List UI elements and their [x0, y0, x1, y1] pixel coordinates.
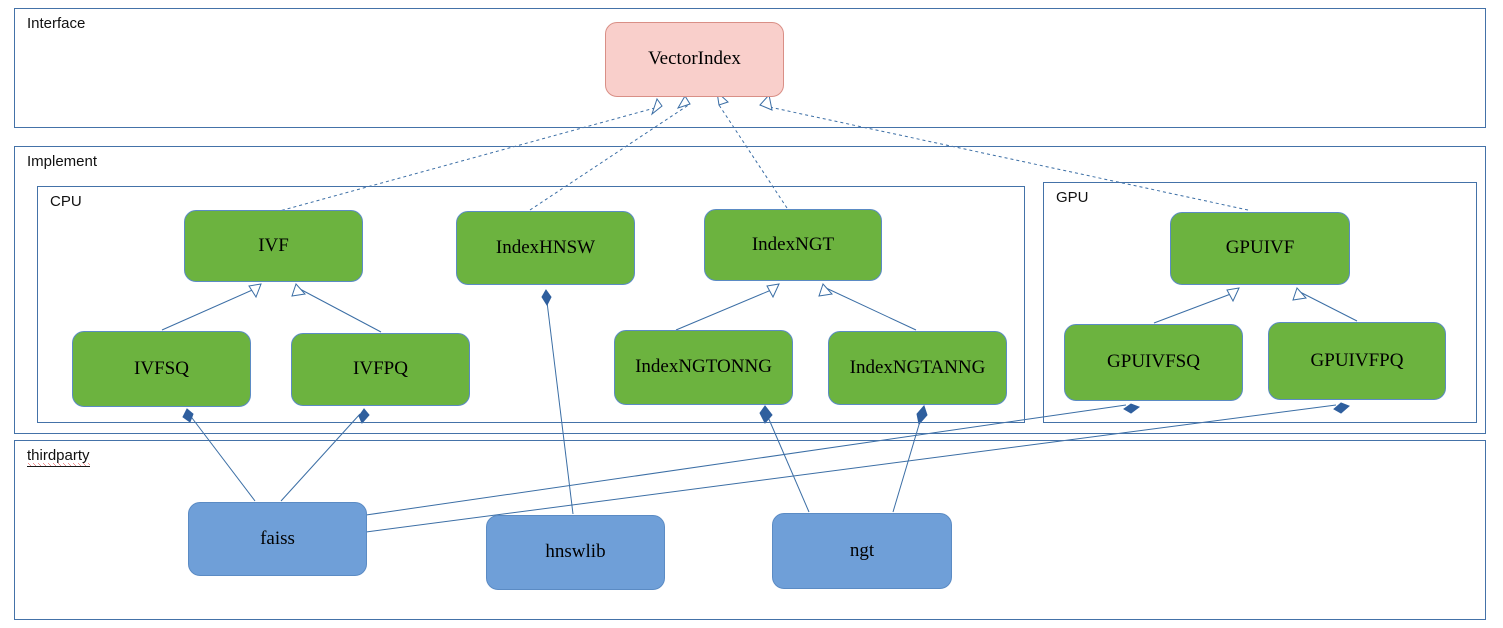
- node-gpuivfpq[interactable]: GPUIVFPQ: [1268, 322, 1446, 400]
- node-hnswlib[interactable]: hnswlib: [486, 515, 665, 590]
- node-gpuivfsq[interactable]: GPUIVFSQ: [1064, 324, 1243, 401]
- node-ivf[interactable]: IVF: [184, 210, 363, 282]
- interface-package: Interface: [14, 8, 1486, 128]
- node-indexngtanng[interactable]: IndexNGTANNG: [828, 331, 1007, 405]
- gpu-subpackage-label: GPU: [1056, 189, 1089, 206]
- node-indexhnsw[interactable]: IndexHNSW: [456, 211, 635, 285]
- node-ngt[interactable]: ngt: [772, 513, 952, 589]
- cpu-subpackage-label: CPU: [50, 193, 82, 210]
- node-ivfsq[interactable]: IVFSQ: [72, 331, 251, 407]
- thirdparty-package: thirdparty: [14, 440, 1486, 620]
- implement-package: Implement: [14, 146, 1486, 434]
- thirdparty-package-label: thirdparty: [27, 447, 90, 467]
- gpu-subpackage: GPU: [1043, 182, 1477, 423]
- cpu-subpackage: CPU: [37, 186, 1025, 423]
- node-indexngt[interactable]: IndexNGT: [704, 209, 882, 281]
- node-faiss[interactable]: faiss: [188, 502, 367, 576]
- node-gpuivf[interactable]: GPUIVF: [1170, 212, 1350, 285]
- implement-package-label: Implement: [27, 153, 98, 170]
- node-vectorindex[interactable]: VectorIndex: [605, 22, 784, 97]
- node-indexngtonng[interactable]: IndexNGTONNG: [614, 330, 793, 405]
- node-ivfpq[interactable]: IVFPQ: [291, 333, 470, 406]
- interface-package-label: Interface: [27, 15, 86, 32]
